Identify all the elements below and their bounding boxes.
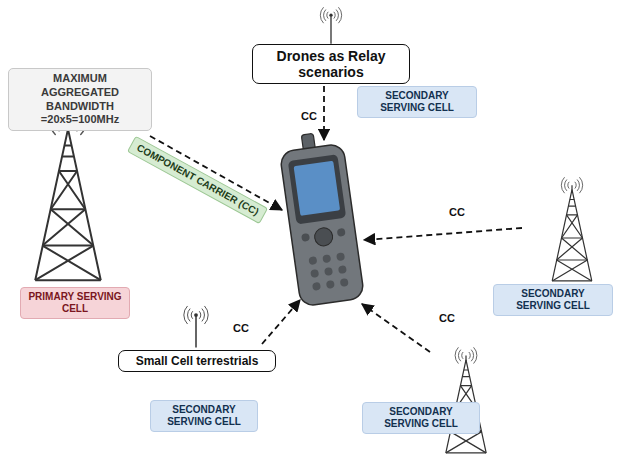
secondary-cell-tag: SECONDARY SERVING CELL (362, 402, 480, 434)
node-text: COMPONENT CARRIER (CC) (135, 142, 261, 218)
secondary-cell-tag: SECONDARY SERVING CELL (150, 400, 258, 432)
small-cell-antenna (184, 306, 209, 347)
carrier-arrow (364, 228, 522, 240)
bandwidth-note: MAXIMUM AGGREGATED BANDWIDTH =20x5=100MH… (8, 68, 152, 131)
secondary-tower (446, 348, 486, 453)
node-text: SECONDARY SERVING CELL (156, 404, 252, 428)
node-text: Drones as Relay scenarios (259, 48, 403, 80)
handset (278, 129, 365, 306)
carrier-tag: COMPONENT CARRIER (CC) (127, 136, 268, 224)
carrier-arrow (323, 86, 325, 140)
node-text: SECONDARY SERVING CELL (363, 90, 471, 114)
node-text: SECONDARY SERVING CELL (368, 406, 474, 430)
primary-tower (35, 109, 101, 280)
carrier-label: CC (448, 206, 466, 218)
node-text: Small Cell terrestrials (125, 354, 269, 368)
secondary-cell-tag: SECONDARY SERVING CELL (357, 86, 477, 118)
drone-antenna (320, 8, 342, 44)
carrier-label: CC (232, 322, 250, 334)
secondary-cell-tag: SECONDARY SERVING CELL (493, 284, 613, 316)
node-text: PRIMARY SERVING CELL (26, 291, 124, 315)
carrier-arrow (262, 300, 300, 344)
carrier-label: CC (300, 110, 318, 122)
drone-box: Drones as Relay scenarios (252, 44, 410, 84)
carrier-label: CC (438, 312, 456, 324)
node-text: SECONDARY SERVING CELL (499, 288, 607, 312)
secondary-tower (552, 178, 592, 281)
node-text: MAXIMUM AGGREGATED BANDWIDTH =20x5=100MH… (15, 72, 145, 127)
carrier-arrow (362, 304, 430, 352)
small-cell-box: Small Cell terrestrials (118, 350, 276, 372)
primary-cell-tag: PRIMARY SERVING CELL (20, 287, 130, 319)
